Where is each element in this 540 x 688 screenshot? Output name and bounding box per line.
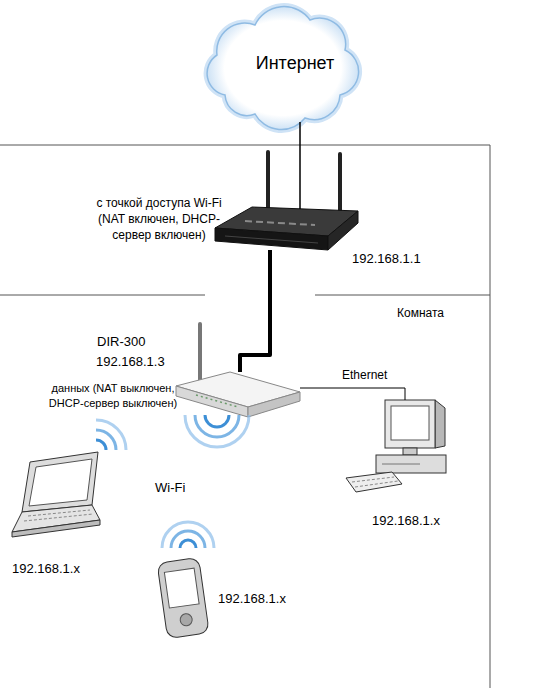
router-caption: с точкой доступа Wi-Fi (NAT включен, DHC… [88,196,230,244]
ap-antenna [198,322,202,384]
router-node: с точкой доступа Wi-Fi (NAT включен, DHC… [215,209,358,250]
frame-line [0,145,490,146]
router-antenna [266,150,270,216]
laptop-screen [29,459,92,506]
monitor-stand [403,448,417,455]
connector-label: Ethernet [342,368,412,384]
monitor-side [435,400,445,448]
wifi-wave [180,540,196,548]
access-point-node: DIR-300192.168.1.3данных (NAT выключен, … [175,372,300,417]
wifi-wave [185,415,249,447]
router-body-side [328,211,358,250]
room-band: КомнатаDIR-300192.168.1.3данных (NAT вык… [0,295,490,688]
router-front-line [225,236,318,243]
room-wall [315,295,490,296]
laptop-keys [24,514,93,521]
wifi-wave [195,415,239,437]
keyboard-keys [352,477,394,482]
uplink-line [299,122,301,209]
wifi-wave [96,420,126,450]
desktop-node: 192.168.1.x [372,400,447,478]
ap-body-front [176,386,248,417]
system-unit-slot [382,464,420,465]
ap-leds [196,395,238,407]
router-leds [245,221,315,225]
ap-caption: данных (NAT выключен, DHCP-сервер выключ… [46,381,180,410]
monitor-frame [385,400,435,448]
pda-device [157,557,209,638]
laptop-lid [22,452,98,512]
ip-address: 192.168.1.x [372,512,462,529]
pda-screen [164,568,199,608]
keyboard [346,472,402,492]
router-antenna [338,152,342,214]
pda-button [179,613,193,627]
room-wall [0,295,205,296]
keyboard-keys [355,481,398,487]
ip-address: 192.168.1.x [12,560,102,577]
ip-address: 192.168.1.1 [352,250,442,267]
device-model: DIR-300 [97,333,167,350]
wifi-wave [96,440,106,450]
wifi-wave [171,531,205,548]
room-label: Комната [397,306,477,322]
router-body-front [215,228,328,250]
wifi-wave [96,430,116,450]
system-unit [376,455,446,473]
ip-address: 192.168.1.3 [96,353,186,370]
ap-body-side [248,392,300,417]
cloud-label: Интернет [210,52,380,76]
pda-body [157,557,209,638]
ip-address: 192.168.1.x [218,590,308,607]
pda-node: 192.168.1.x [158,556,208,638]
ethernet-cable [300,388,405,400]
laptop-front [12,520,100,537]
wifi-label: Wi-Fi [155,479,215,496]
wifi-wave [162,522,214,548]
laptop-node: 192.168.1.x [8,452,103,538]
monitor-screen [391,406,429,440]
lan-cable [240,250,270,372]
cloud-node: Интернет [195,0,365,122]
frame-line [490,145,491,688]
wifi-wave [205,415,229,427]
